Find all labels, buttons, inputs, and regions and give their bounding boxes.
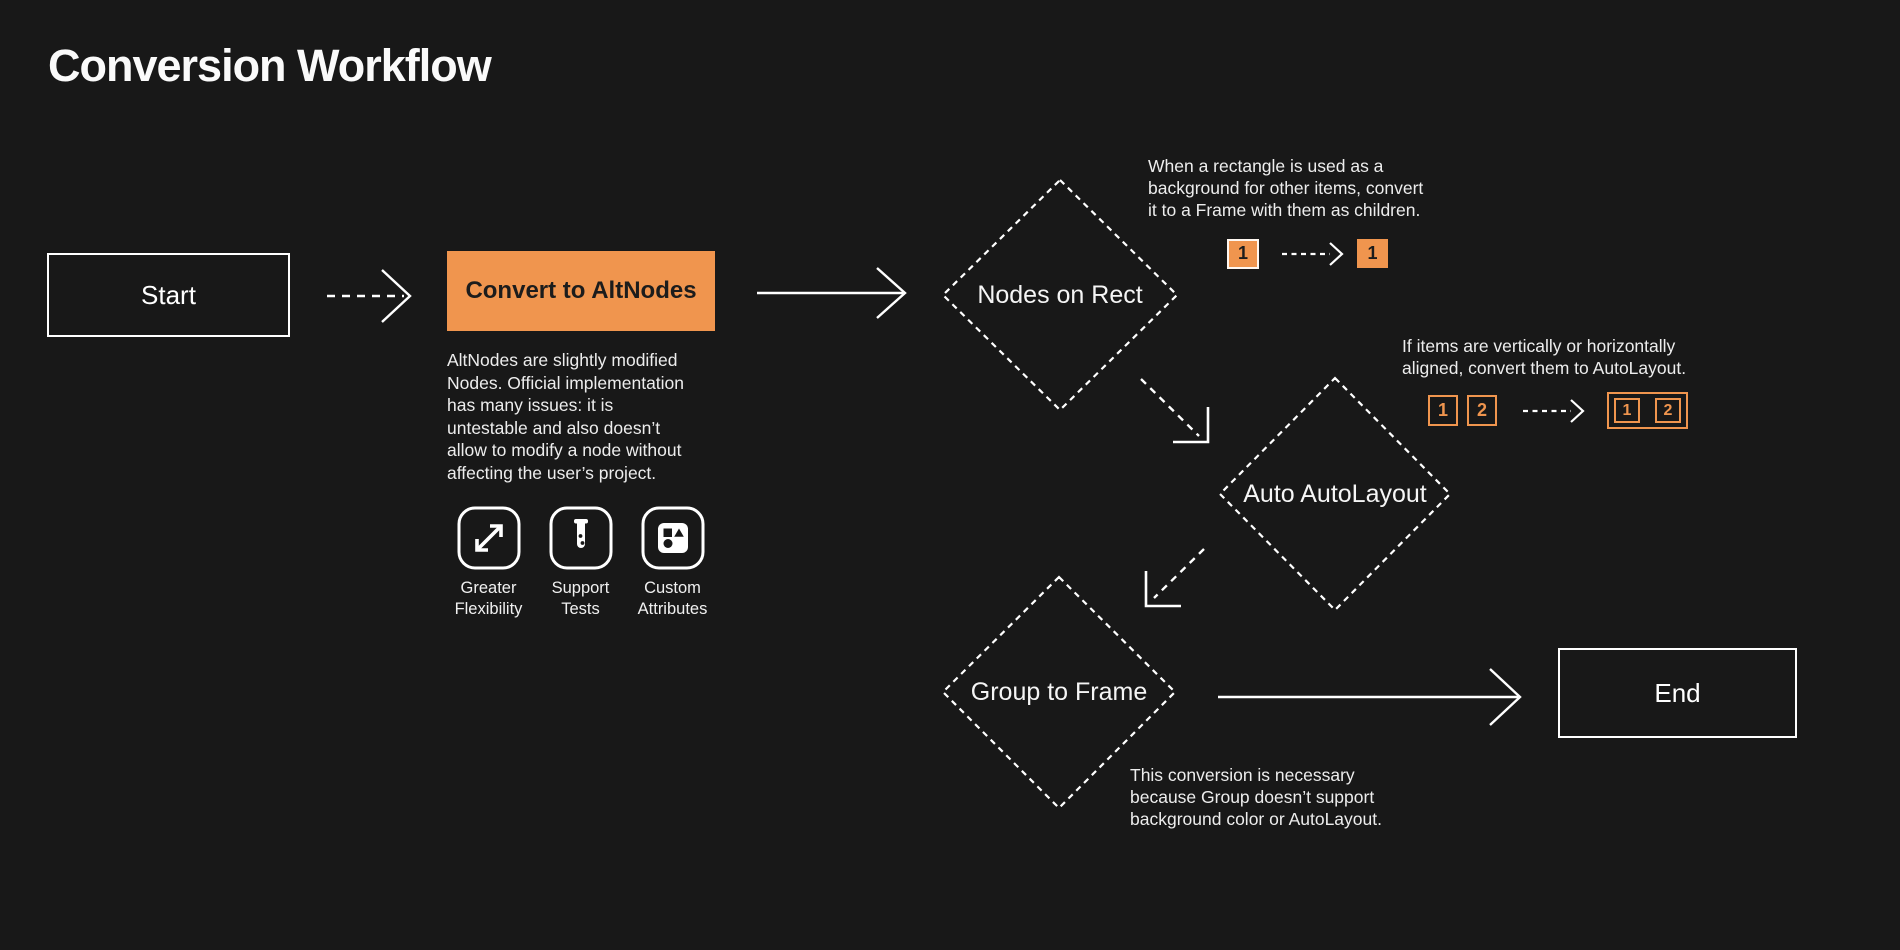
- group-to-frame-label: Group to Frame: [970, 678, 1148, 706]
- shapes-icon: [641, 506, 704, 570]
- node-convert-to-altnodes: Convert to AltNodes: [447, 251, 715, 331]
- arrow-group-to-frame-to-end: [1218, 668, 1522, 726]
- arrow-auto-autolayout-to-group-to-frame: [1144, 548, 1205, 608]
- item-chip-1: 1: [1428, 395, 1458, 426]
- frame-chip: 1: [1357, 239, 1388, 268]
- rect-chip: 1: [1227, 238, 1259, 269]
- auto-autolayout-label: Auto AutoLayout: [1243, 480, 1427, 508]
- feature-label: Greater Flexibility: [454, 579, 523, 618]
- rect-to-frame-note: When a rectangle is used as a background…: [1148, 156, 1424, 220]
- arrow-nodes-on-rect-to-auto-autolayout: [1140, 378, 1210, 444]
- node-start-label: Start: [141, 279, 196, 310]
- arrow-start-to-convert: [327, 269, 412, 323]
- feature-label: Custom Attributes: [637, 579, 708, 618]
- nodes-on-rect-label: Nodes on Rect: [977, 281, 1143, 309]
- autolayout-note: If items are vertically or horizontally …: [1402, 336, 1687, 378]
- node-convert-label: Convert to AltNodes: [465, 277, 697, 304]
- node-end-label: End: [1654, 677, 1701, 708]
- feature-custom-attributes: Custom Attributes: [627, 506, 718, 620]
- conversion-arrow-icon: [1523, 398, 1585, 423]
- item-chip-2: 2: [1467, 395, 1497, 426]
- rect-to-frame-example: 1 1: [1227, 238, 1388, 269]
- conversion-arrow-icon: [1282, 241, 1344, 266]
- altnodes-feature-list: Greater Flexibility Support Tests Custom…: [443, 506, 718, 620]
- expand-icon: [457, 506, 520, 570]
- item-chip-1: 1: [1614, 398, 1640, 423]
- diamond-auto-autolayout: [1218, 376, 1452, 612]
- autolayout-example: 1 2 1 2: [1428, 392, 1688, 429]
- arrow-convert-to-nodes-on-rect: [757, 267, 907, 319]
- altnodes-description: AltNodes are slightly modified Nodes. Of…: [447, 350, 685, 483]
- node-end: End: [1558, 648, 1797, 738]
- autolayout-container: 1 2: [1607, 392, 1688, 429]
- feature-support-tests: Support Tests: [535, 506, 626, 620]
- feature-greater-flexibility: Greater Flexibility: [443, 506, 534, 620]
- node-start: Start: [47, 253, 290, 337]
- test-tube-icon: [549, 506, 612, 570]
- feature-label: Support Tests: [551, 579, 610, 618]
- group-to-frame-note: This conversion is necessary because Gro…: [1130, 765, 1382, 829]
- page-title: Conversion Workflow: [48, 40, 492, 91]
- item-chip-2: 2: [1655, 398, 1681, 423]
